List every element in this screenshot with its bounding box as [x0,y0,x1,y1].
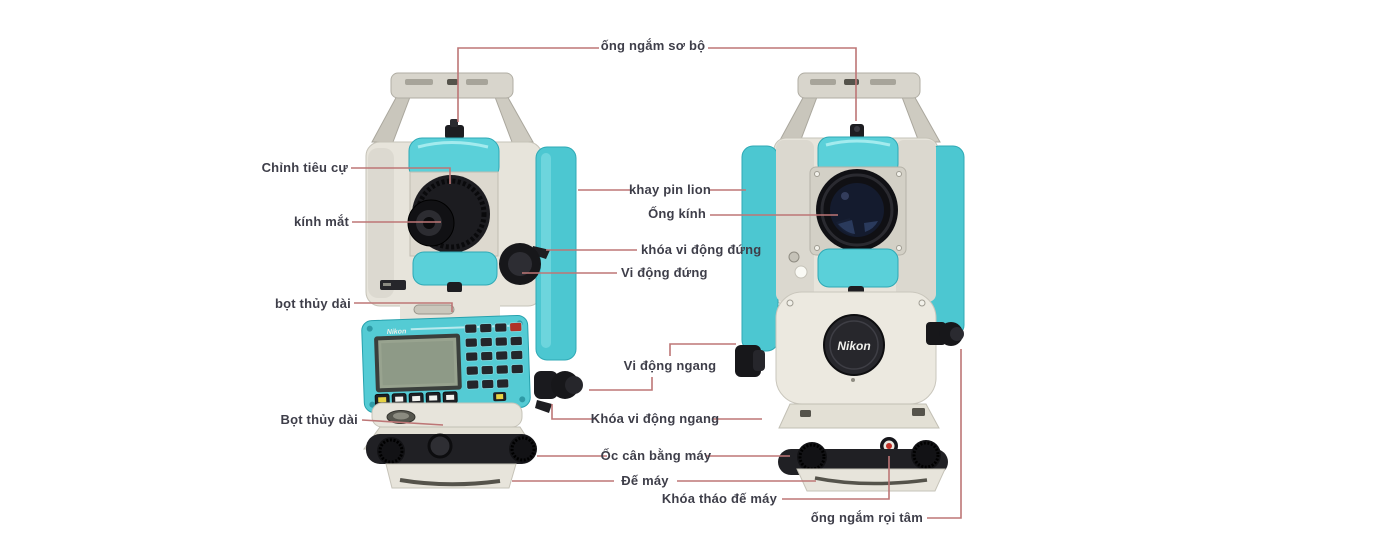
telescope-eyepiece-assembly [380,137,500,293]
label-ong-ngam-so-bo: ống ngắm sơ bộ [600,38,706,53]
label-chinh-tieu-cu: Chỉnh tiêu cự [261,160,348,175]
white-dot [794,265,808,279]
line-vi-dong-ngang-right [669,343,736,356]
callout-lines [351,47,962,519]
optical-plummet-eyepiece [926,322,964,346]
top-sight [445,119,464,139]
device-rear-view: Nikon [361,72,583,489]
keypad-display-panel: Nikon [361,314,531,414]
line-chinh-tieu-cu [351,167,451,184]
brand-badge [823,314,885,376]
left-standard [776,140,814,302]
base-drum [371,402,523,428]
line-vi-dong-ngang-left [589,377,653,391]
top-sight [850,124,864,139]
keypad-brand-logo: Nikon [387,328,407,336]
label-vi-dong-ngang: Vi động ngang [623,358,717,373]
line-bot-thuy-dai-2 [361,419,444,426]
left-standard [368,148,394,298]
line-ong-ngam-so-bo-left [457,47,599,122]
carry-handle [371,72,534,143]
horizontal-clamp-knob [735,345,765,377]
line-khoa-vi-dong-ngang-left [551,404,597,420]
plate-level-vial [413,304,455,315]
label-khoa-vi-dong-dung: khóa vi động đứng [641,242,762,257]
label-bot-thuy-dai-2: Bọt thủy dài [280,412,358,427]
tribrach-base [363,426,537,489]
adjustment-port [788,251,800,263]
tribrach-base [778,403,948,492]
label-de-may: Đế máy [621,473,669,488]
label-khay-pin-lion: khay pin lion [628,182,712,197]
label-kinh-mat: kính mắt [293,214,349,229]
telescope-objective-assembly [809,136,907,297]
vertical-tangent-knob [499,243,550,285]
line-bot-thuy-dai [354,302,453,312]
horizontal-tangent-knob [534,371,583,413]
label-bot-thuy-dai: bọt thủy dài [274,296,351,311]
line-khoa-thao-de-may [782,456,890,500]
line-ong-ngam-roi-tam [927,349,962,519]
label-khoa-thao-de-may: Khóa tháo đế máy [661,491,777,506]
brand-logo-text: Nikon [837,339,870,353]
label-ong-ngam-roi-tam: ống ngắm rọi tâm [810,510,923,525]
label-khoa-vi-dong-ngang: Khóa vi động ngang [590,411,720,426]
label-ong-kinh: Ống kính [648,206,706,221]
label-vi-dong-dung: Vi động đứng [621,265,708,280]
line-ong-ngam-so-bo-right [708,47,857,121]
label-oc-can-bang-may: Ốc cân bằng máy [600,448,712,463]
device-front-view: Nikon [735,72,965,492]
lower-body: Nikon [775,291,937,405]
